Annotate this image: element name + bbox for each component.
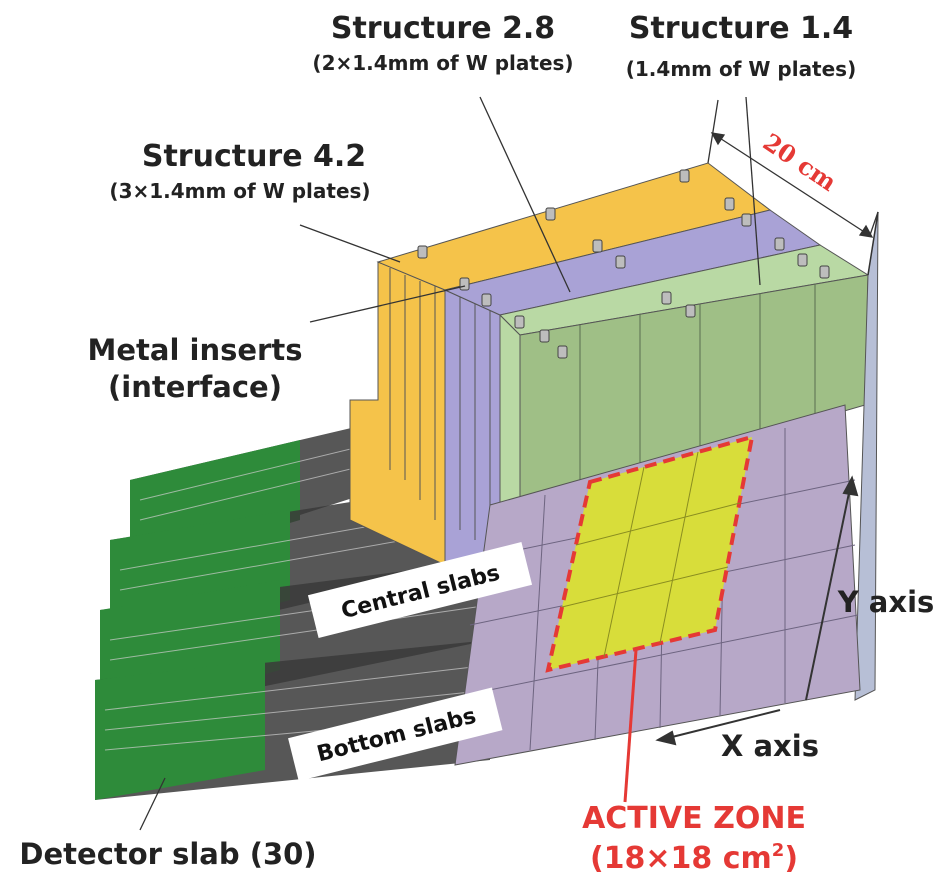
structure-2-8-subtitle: (2×1.4mm of W plates) bbox=[312, 51, 573, 75]
active-zone-area bbox=[545, 434, 755, 673]
structure-side-plate-lines bbox=[389, 268, 491, 550]
metal-inserts bbox=[417, 169, 830, 359]
dimension-label: 20 cm bbox=[758, 127, 842, 197]
dimension-arrow bbox=[710, 132, 874, 238]
structure-1-4-side bbox=[499, 313, 521, 506]
active-zone-grid bbox=[561, 451, 741, 658]
active-zone-leader bbox=[623, 649, 638, 803]
structure-4-2-title: Structure 4.2 bbox=[142, 139, 366, 174]
detector-slab-label: Detector slab (30) bbox=[19, 837, 316, 871]
x-axis-arrow bbox=[655, 709, 781, 746]
active-zone-label: ACTIVE ZONE bbox=[582, 801, 806, 836]
structure-1-4-subtitle: (1.4mm of W plates) bbox=[626, 57, 856, 81]
metal-inserts-label: Metal inserts bbox=[88, 333, 303, 367]
leader-lines bbox=[139, 96, 879, 831]
detector-slab-stack-bottom bbox=[95, 640, 490, 800]
structure-4-2-side bbox=[349, 261, 446, 566]
structure-1-4-title: Structure 1.4 bbox=[629, 11, 853, 46]
right-edge-line bbox=[867, 211, 879, 276]
structure-4-2-subtitle: (3×1.4mm of W plates) bbox=[109, 179, 370, 203]
structure-2-8-title: Structure 2.8 bbox=[331, 11, 555, 46]
front-face-grid-upper bbox=[579, 284, 816, 487]
x-axis-label: X axis bbox=[721, 729, 819, 763]
y-axis-label: Y axis bbox=[837, 585, 935, 619]
metal-inserts-sublabel: (interface) bbox=[108, 370, 282, 404]
y-axis-arrow bbox=[805, 475, 859, 701]
active-zone-size: (18×18 cm2) bbox=[590, 840, 798, 876]
